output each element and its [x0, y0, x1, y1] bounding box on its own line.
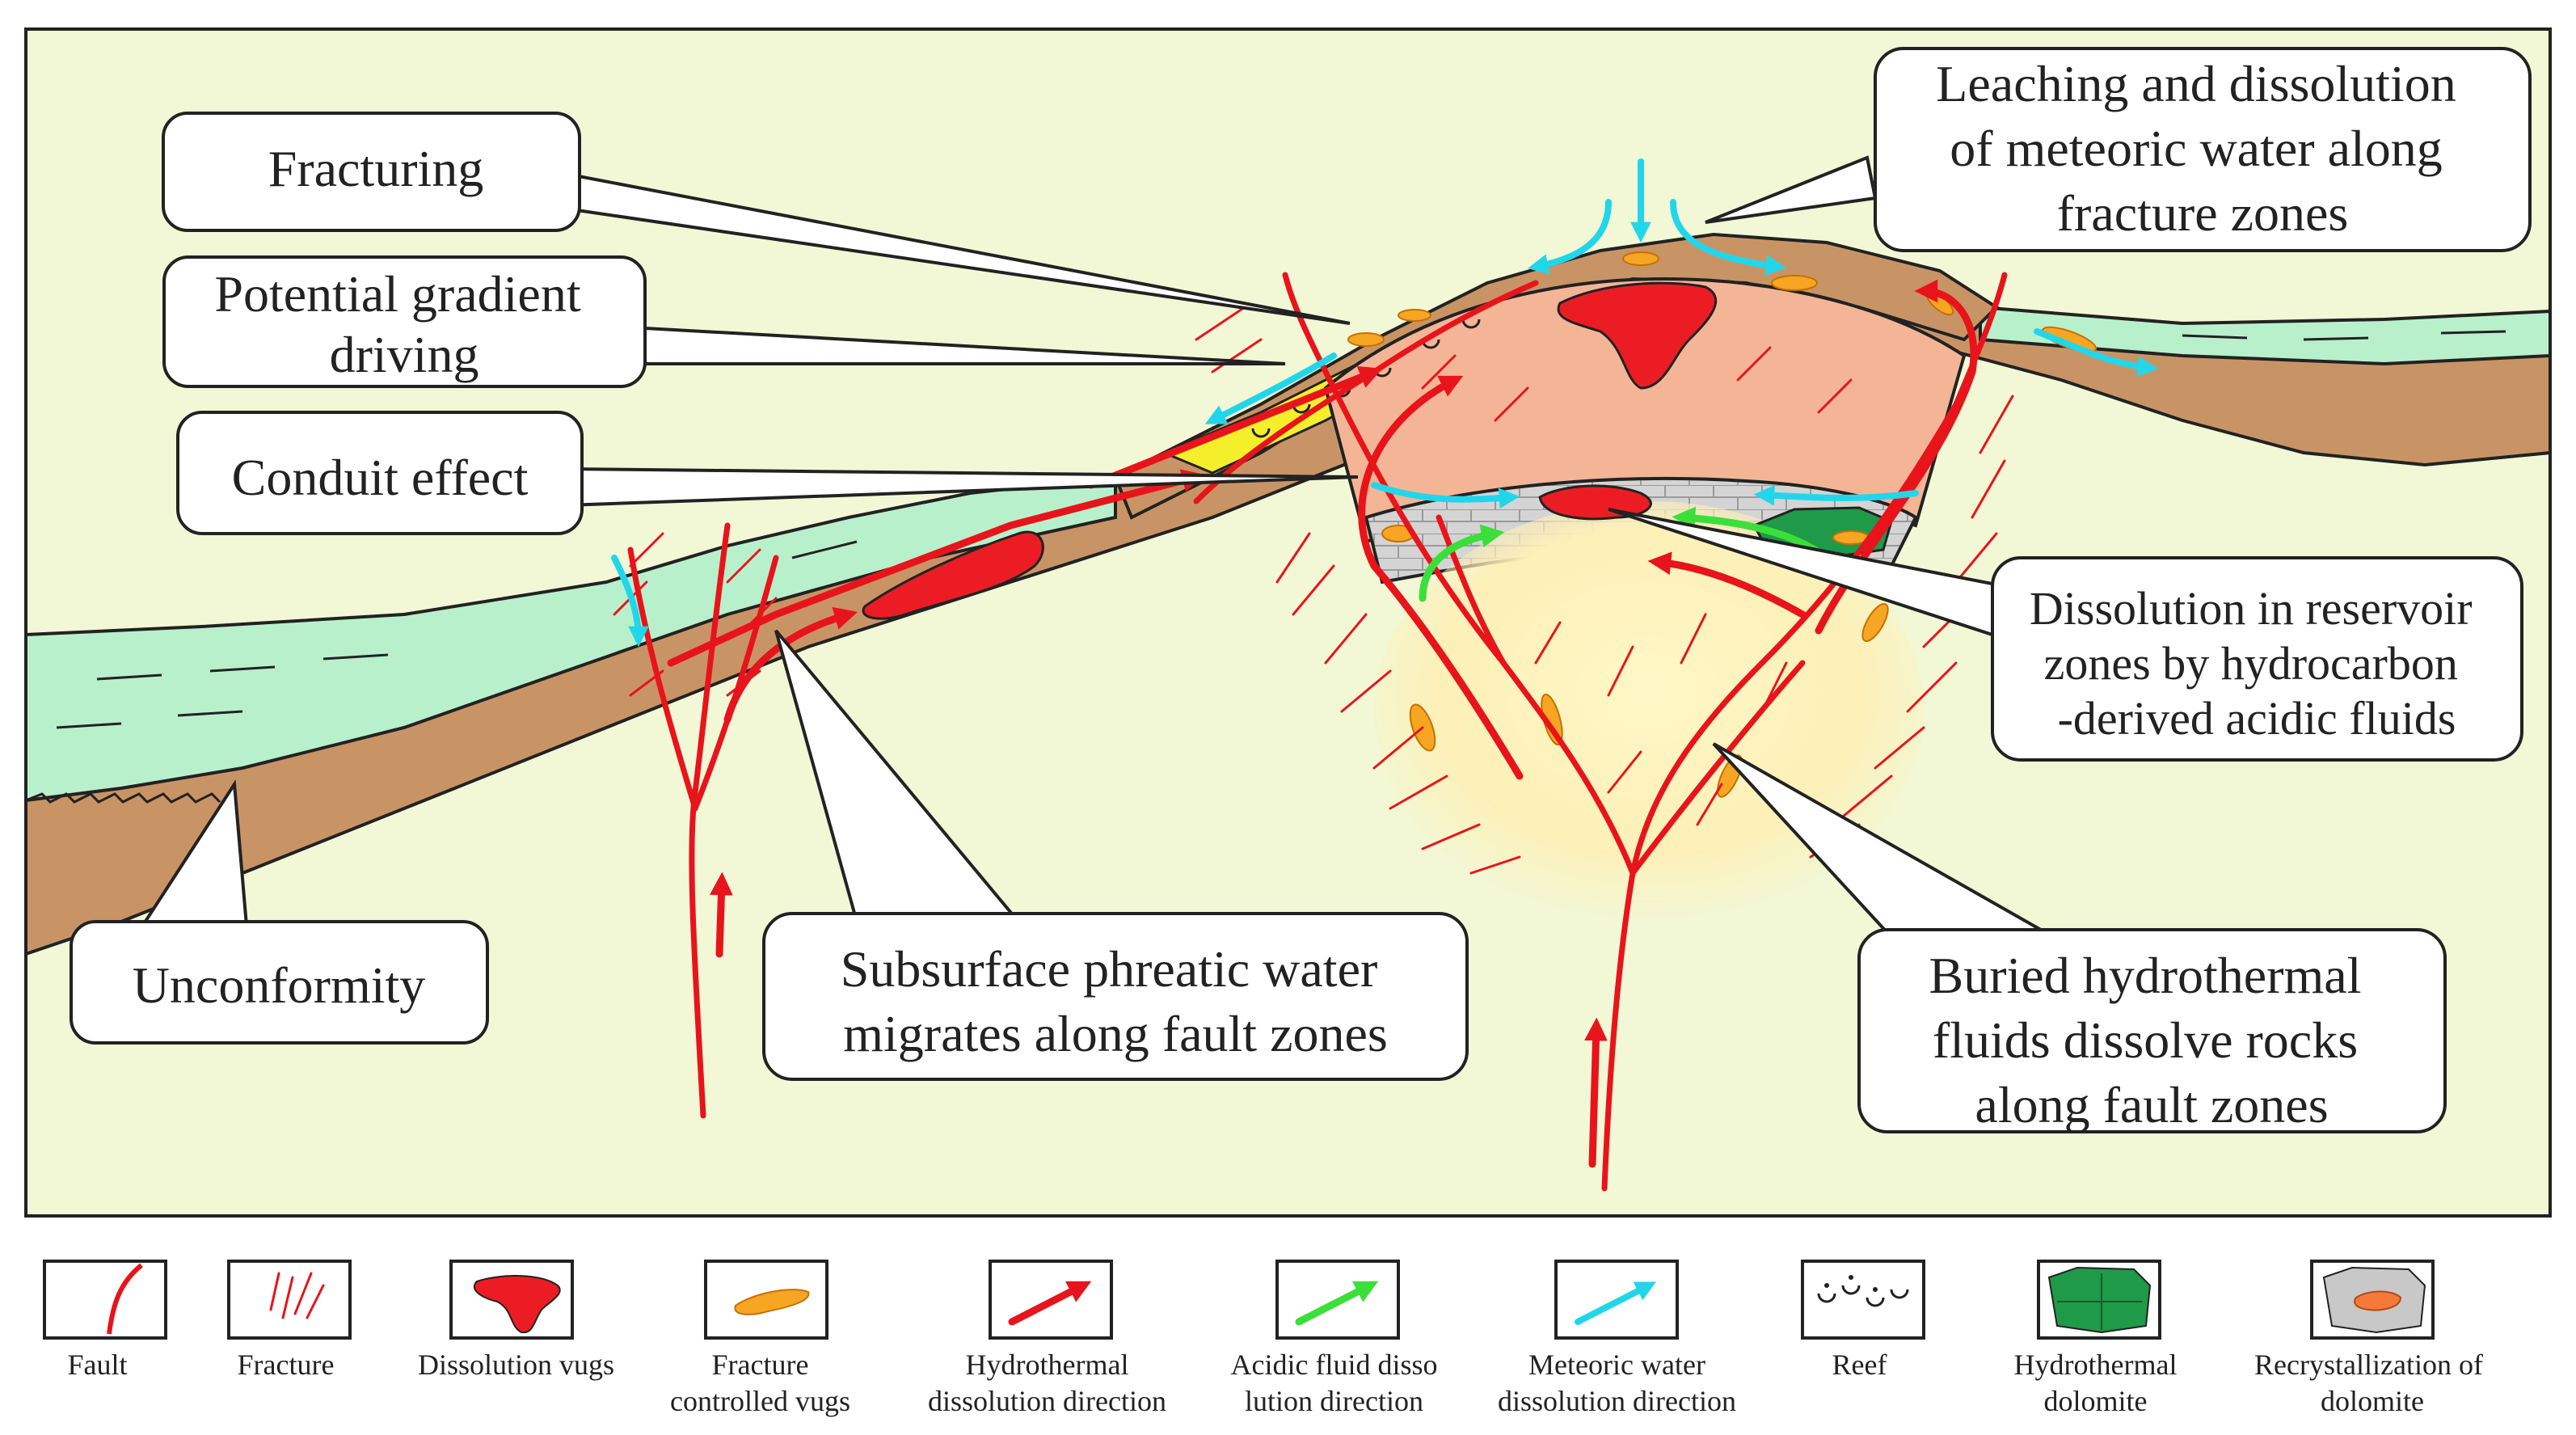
unconformity-surface: [25, 792, 221, 804]
legend-label-fcv-1: Fracture: [712, 1348, 809, 1381]
callout-potential-gradient: Potential gradient driving: [162, 255, 1286, 388]
water-dashes: [56, 330, 2506, 729]
callout-fracturing-line1: Fracturing: [268, 140, 484, 197]
legend-item-meteoric-direction: [1554, 1260, 1679, 1340]
legend-label-acid-1: Acidic fluid disso: [1231, 1348, 1438, 1381]
legend-label-hydro-1: Hydrothermal: [966, 1348, 1129, 1381]
callout-hydrothermal-line3: along fault zones: [1975, 1076, 2328, 1133]
callout-unconformity: Unconformity: [70, 779, 489, 1045]
legend-label-fault: Fault: [67, 1348, 127, 1381]
callout-leaching-line3: fracture zones: [2057, 184, 2349, 242]
legend-label-hdol-1: Hydrothermal: [2014, 1348, 2178, 1381]
legend-item-reef: [1801, 1260, 1925, 1340]
svg-text:Fracturing: Fracturing: [268, 140, 484, 197]
legend-item-fracture-controlled-vugs: [704, 1260, 828, 1340]
callout-potential-line1: Potential gradient: [214, 265, 580, 323]
svg-text:Conduit effect: Conduit effect: [232, 449, 529, 506]
svg-text:Unconformity: Unconformity: [133, 956, 426, 1014]
dissolution-vug: [1557, 281, 1718, 390]
legend: Fault Fracture Dissolution vugs Fracture…: [43, 1260, 2490, 1417]
svg-text:Leaching and dissolution: Leaching and dissolution of meteoric wat…: [1936, 55, 2468, 242]
legend-label-fracture: Fracture: [238, 1348, 335, 1381]
callout-hydrothermal-line2: fluids dissolve rocks: [1933, 1011, 2358, 1069]
legend-label-reef: Reef: [1832, 1348, 1887, 1381]
svg-text:Subsurface phreatic water: Subsurface phreatic water migrates along…: [841, 940, 1391, 1062]
callout-hydrothermal: Buried hydrothermal fluids dissolve rock…: [1712, 742, 2447, 1133]
legend-label-hydro-2: dissolution direction: [928, 1385, 1166, 1417]
cross-section: Leaching and dissolution of meteoric wat…: [24, 27, 2552, 1218]
callout-conduit-line1: Conduit effect: [232, 449, 529, 506]
legend-item-fault: [43, 1260, 167, 1340]
callout-reservoir-line2: zones by hydrocarbon: [2044, 637, 2458, 690]
callout-conduit: Conduit effect: [176, 411, 1359, 535]
svg-text:Dissolution in reservoir: Dissolution in reservoir zones by hydroc…: [2030, 582, 2484, 745]
legend-item-hydrothermal-direction: [989, 1260, 1113, 1340]
legend-item-hydrothermal-dolomite: [2037, 1260, 2161, 1340]
hydrothermal-arrows: [667, 279, 1978, 1168]
callout-reservoir-line1: Dissolution in reservoir: [2030, 582, 2473, 635]
svg-text:Fault Fracture Dis: Fault Fracture Dissolution vugs Fracture…: [67, 1348, 2490, 1417]
dissolution-vug: [862, 530, 1044, 620]
legend-item-dissolution-vugs: [449, 1260, 574, 1340]
legend-label-meteoric-2: dissolution direction: [1498, 1385, 1736, 1417]
callout-unconformity-line1: Unconformity: [133, 956, 426, 1014]
aquifer-right: [1979, 305, 2552, 366]
legend-item-fracture: [227, 1260, 352, 1340]
callout-hydrothermal-line1: Buried hydrothermal: [1929, 947, 2362, 1004]
callout-dissolution-reservoir: Dissolution in reservoir zones by hydroc…: [1608, 508, 2523, 762]
callout-leaching: Leaching and dissolution of meteoric wat…: [1705, 47, 2532, 252]
meteoric-arrows: [611, 158, 2159, 648]
callout-phreatic-line2: migrates along fault zones: [843, 1005, 1388, 1062]
legend-label-fcv-2: controlled vugs: [670, 1385, 850, 1417]
legend-label-hdol-2: dolomite: [2044, 1385, 2148, 1417]
callout-potential-line2: driving: [330, 326, 479, 383]
legend-label-acid-2: lution direction: [1245, 1385, 1423, 1417]
svg-text:Potential gradient dri: Potential gradient driving: [214, 265, 593, 383]
svg-text:Buried hydrothermal fl: Buried hydrothermal fluids dissolve rock…: [1929, 947, 2375, 1133]
legend-label-recr-2: dolomite: [2321, 1385, 2424, 1417]
legend-label-recr-1: Recrystallization of: [2254, 1348, 2483, 1381]
callout-leaching-line2: of meteoric water along: [1950, 120, 2443, 177]
callout-leaching-line1: Leaching and dissolution: [1936, 55, 2456, 112]
callout-phreatic-line1: Subsurface phreatic water: [841, 940, 1378, 998]
callout-fracturing: Fracturing: [162, 112, 1351, 325]
aquifer-left: [24, 475, 1117, 803]
legend-label-meteoric-1: Meteoric water: [1528, 1348, 1705, 1381]
legend-item-acidic-direction: [1275, 1260, 1400, 1340]
legend-item-recrystallization: [2310, 1260, 2435, 1340]
fracture-controlled-vugs: [1347, 251, 2097, 798]
callout-phreatic: Subsurface phreatic water migrates along…: [762, 629, 1469, 1081]
legend-label-dissolution-vugs: Dissolution vugs: [418, 1348, 614, 1381]
callout-reservoir-line3: -derived acidic fluids: [2058, 692, 2456, 745]
